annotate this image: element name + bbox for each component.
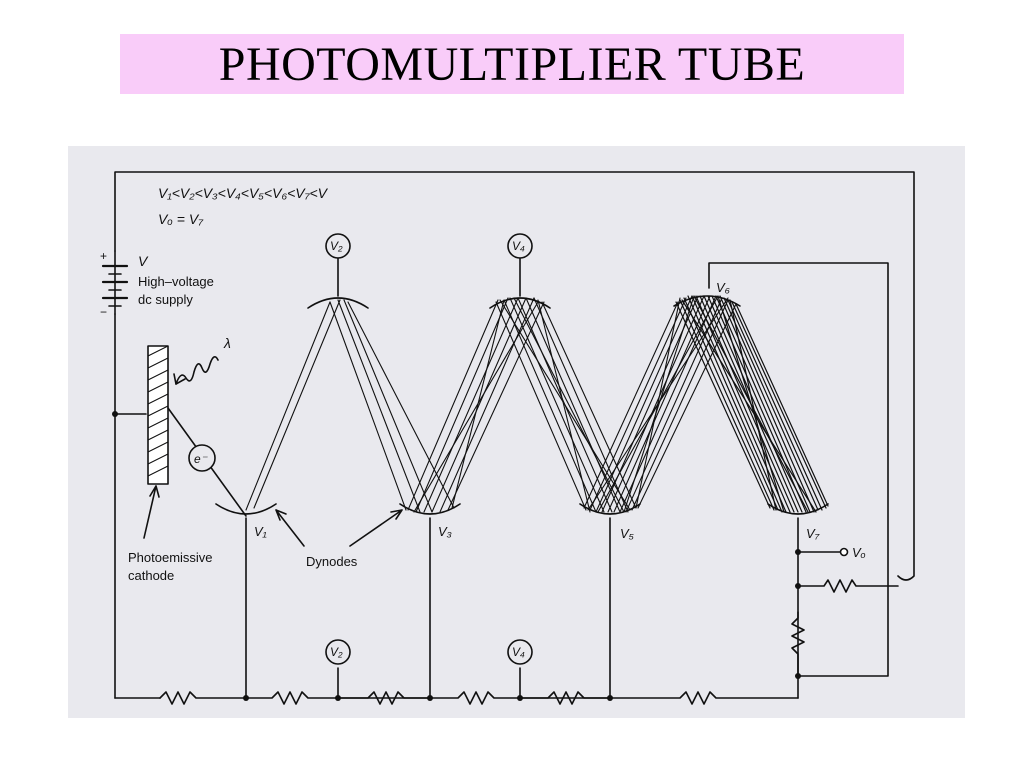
output-equation: Vₒ = V₇ <box>158 211 204 227</box>
dynode-label-v7: V₇ <box>806 526 820 541</box>
page-title: PHOTOMULTIPLIER TUBE <box>218 37 806 91</box>
cathode-label-line1: Photoemissive <box>128 550 213 565</box>
inequality-label: V₁<V₂<V₃<V₄<V₅<V₆<V₇<V <box>158 185 329 201</box>
lambda-label: λ <box>223 335 231 351</box>
v2-top-circle <box>325 233 351 259</box>
cathode-hatch <box>147 345 169 477</box>
photon-wave <box>175 356 219 385</box>
supply-label-line1: High–voltage <box>138 274 214 289</box>
electron-beams-2 <box>329 299 455 513</box>
output-terminal <box>839 547 849 557</box>
electron-beams-6 <box>675 295 829 513</box>
dynodes-label: Dynodes <box>306 554 358 569</box>
cathode-label-line2: cathode <box>128 568 174 583</box>
v6-feed-wire <box>708 262 889 677</box>
circle-label-v2-bottom: V₂ <box>330 645 343 659</box>
supply-voltage-label: V <box>138 253 149 269</box>
resistor-2 <box>245 691 431 705</box>
dynode-label-v6: V₆ <box>716 280 731 295</box>
cathode-pointer <box>143 485 160 539</box>
electron-label: e⁻ <box>194 452 209 466</box>
circle-label-v4-top: V₄ <box>512 239 525 253</box>
circle-label-v2-top: V₂ <box>330 239 343 253</box>
minus-sign: − <box>100 305 107 319</box>
resistor-5 <box>519 691 611 705</box>
v4-bottom-circle <box>507 639 533 665</box>
resistor-4 <box>429 691 611 705</box>
output-label: Vₒ <box>852 545 866 560</box>
circle-label-v4-bottom: V₄ <box>512 645 525 659</box>
v4-top-circle <box>507 233 533 259</box>
resistor-1 <box>159 691 247 705</box>
junction-dots <box>112 411 801 701</box>
dynode-pointer-3 <box>349 509 403 547</box>
electron-circle <box>188 444 216 472</box>
load-resistor-v <box>791 611 805 677</box>
supply-label-line2: dc supply <box>138 292 193 307</box>
dynode-5 <box>579 503 641 515</box>
resistor-3 <box>337 691 431 705</box>
v2-bottom-circle <box>325 639 351 665</box>
dynode-7 <box>767 503 829 515</box>
electron-beams-3 <box>407 297 545 513</box>
resistor-6 <box>609 691 799 705</box>
load-resistor-h <box>797 579 899 593</box>
dynode-label-v3: V₃ <box>438 524 452 539</box>
frame-wire <box>114 171 915 581</box>
dynode-label-v1: V₁ <box>254 524 267 539</box>
photon-arrow <box>173 373 186 385</box>
plus-sign: + <box>100 249 107 263</box>
title-banner: PHOTOMULTIPLIER TUBE <box>120 34 904 94</box>
dynode-label-v5: V₅ <box>620 526 635 541</box>
photomultiplier-diagram: V₁<V₂<V₃<V₄<V₅<V₆<V₇<V Vₒ = V₇ + − V Hig… <box>68 146 965 718</box>
battery-icon <box>101 264 129 307</box>
dynode-pointer-1 <box>275 509 305 547</box>
electron-beams-1 <box>245 299 341 511</box>
dynode-1 <box>215 503 277 515</box>
dynode-2 <box>307 297 369 309</box>
diagram-svg: V₁<V₂<V₃<V₄<V₅<V₆<V₇<V Vₒ = V₇ + − V Hig… <box>100 171 915 705</box>
electron-beams-4 <box>495 297 637 513</box>
